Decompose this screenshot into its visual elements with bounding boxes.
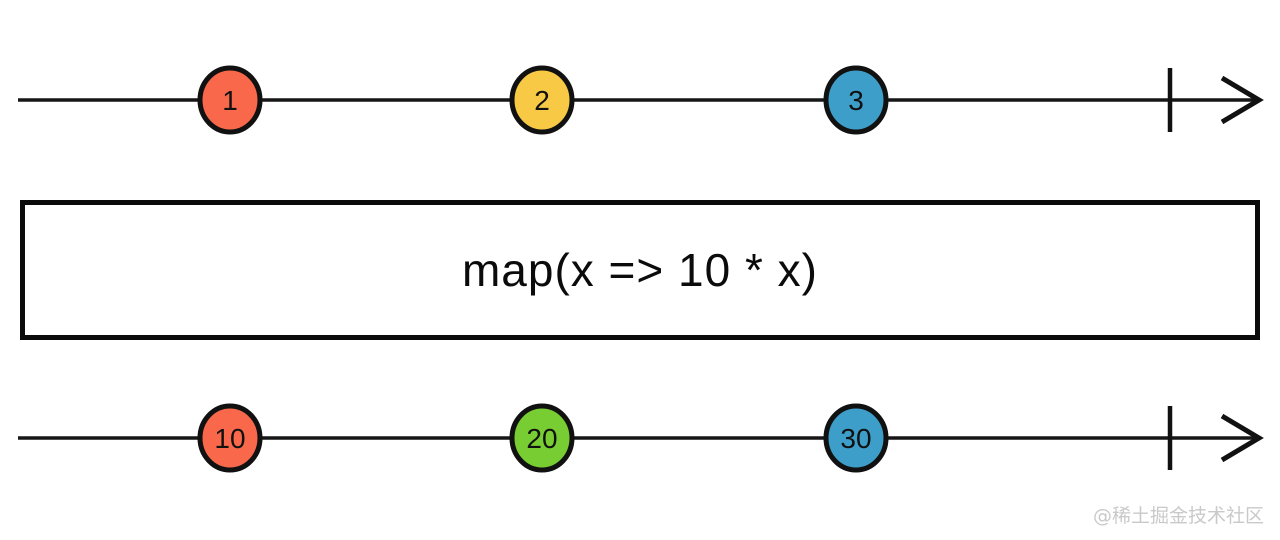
source-stream: 1 2 3 (18, 65, 1264, 135)
source-marble-2: 2 (509, 65, 575, 135)
marble-circle (197, 403, 263, 473)
marble-value: 30 (840, 423, 871, 454)
output-marble-2: 20 (509, 403, 575, 473)
source-marble-1: 1 (197, 65, 263, 135)
watermark: @稀土掘金技术社区 (1092, 505, 1264, 527)
output-marble-1: 10 (197, 403, 263, 473)
output-marble-3: 30 (823, 403, 889, 473)
output-stream: 10 20 30 (18, 403, 1264, 473)
operator-label: map(x => 10 * x) (461, 244, 819, 296)
marble-circle (823, 65, 889, 135)
source-marble-3: 3 (823, 65, 889, 135)
marble-value: 1 (222, 85, 238, 116)
marble-value: 2 (534, 85, 550, 116)
marble-circle (509, 65, 575, 135)
source-arrowhead-icon (1220, 75, 1264, 125)
marble-value: 3 (848, 85, 864, 116)
marble-circle (197, 65, 263, 135)
marble-value: 20 (526, 423, 557, 454)
operator-box: map(x => 10 * x) (20, 200, 1260, 340)
output-arrowhead-icon (1220, 413, 1264, 463)
marble-value: 10 (214, 423, 245, 454)
marble-circle (509, 403, 575, 473)
marble-circle (823, 403, 889, 473)
